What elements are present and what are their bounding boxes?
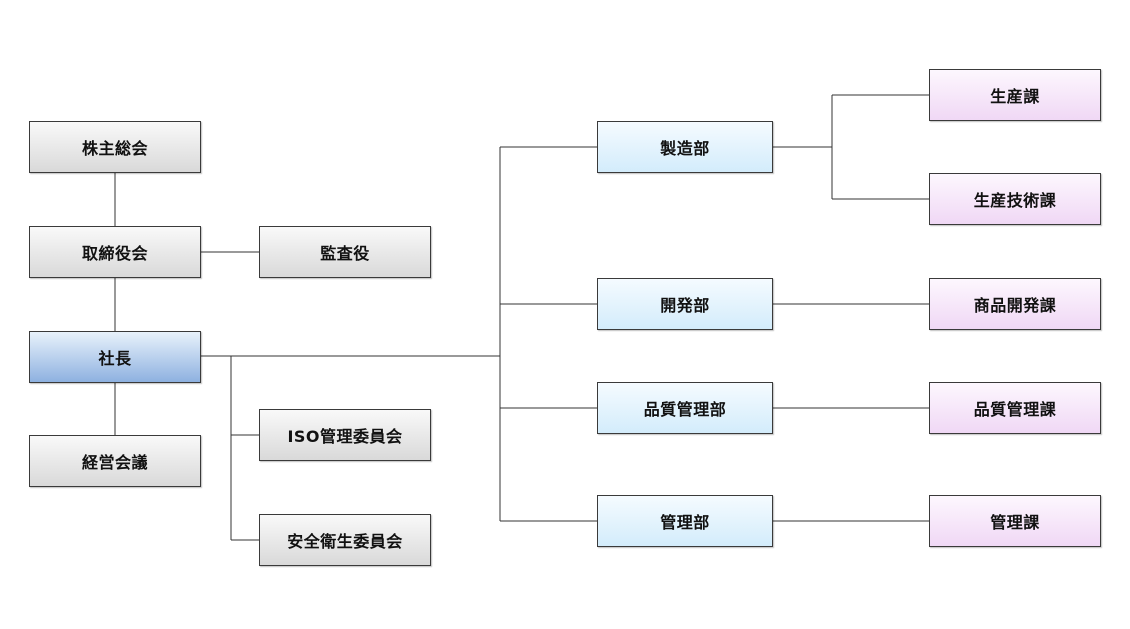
president-node: 社長 xyxy=(29,331,201,383)
manufacturing-dept-node: 製造部 xyxy=(597,121,773,173)
safety-health-committee-node: 安全衛生委員会 xyxy=(259,514,431,566)
product-development-section-node: 商品開発課 xyxy=(929,278,1101,330)
quality-control-dept-node: 品質管理部 xyxy=(597,382,773,434)
management-meeting-node: 経営会議 xyxy=(29,435,201,487)
development-dept-node: 開発部 xyxy=(597,278,773,330)
board-of-directors-node: 取締役会 xyxy=(29,226,201,278)
shareholders-meeting-node: 株主総会 xyxy=(29,121,201,173)
management-section-node: 管理課 xyxy=(929,495,1101,547)
auditor-node: 監査役 xyxy=(259,226,431,278)
production-engineering-section-node: 生産技術課 xyxy=(929,173,1101,225)
management-dept-node: 管理部 xyxy=(597,495,773,547)
iso-committee-node: ISO管理委員会 xyxy=(259,409,431,461)
production-section-node: 生産課 xyxy=(929,69,1101,121)
quality-control-section-node: 品質管理課 xyxy=(929,382,1101,434)
